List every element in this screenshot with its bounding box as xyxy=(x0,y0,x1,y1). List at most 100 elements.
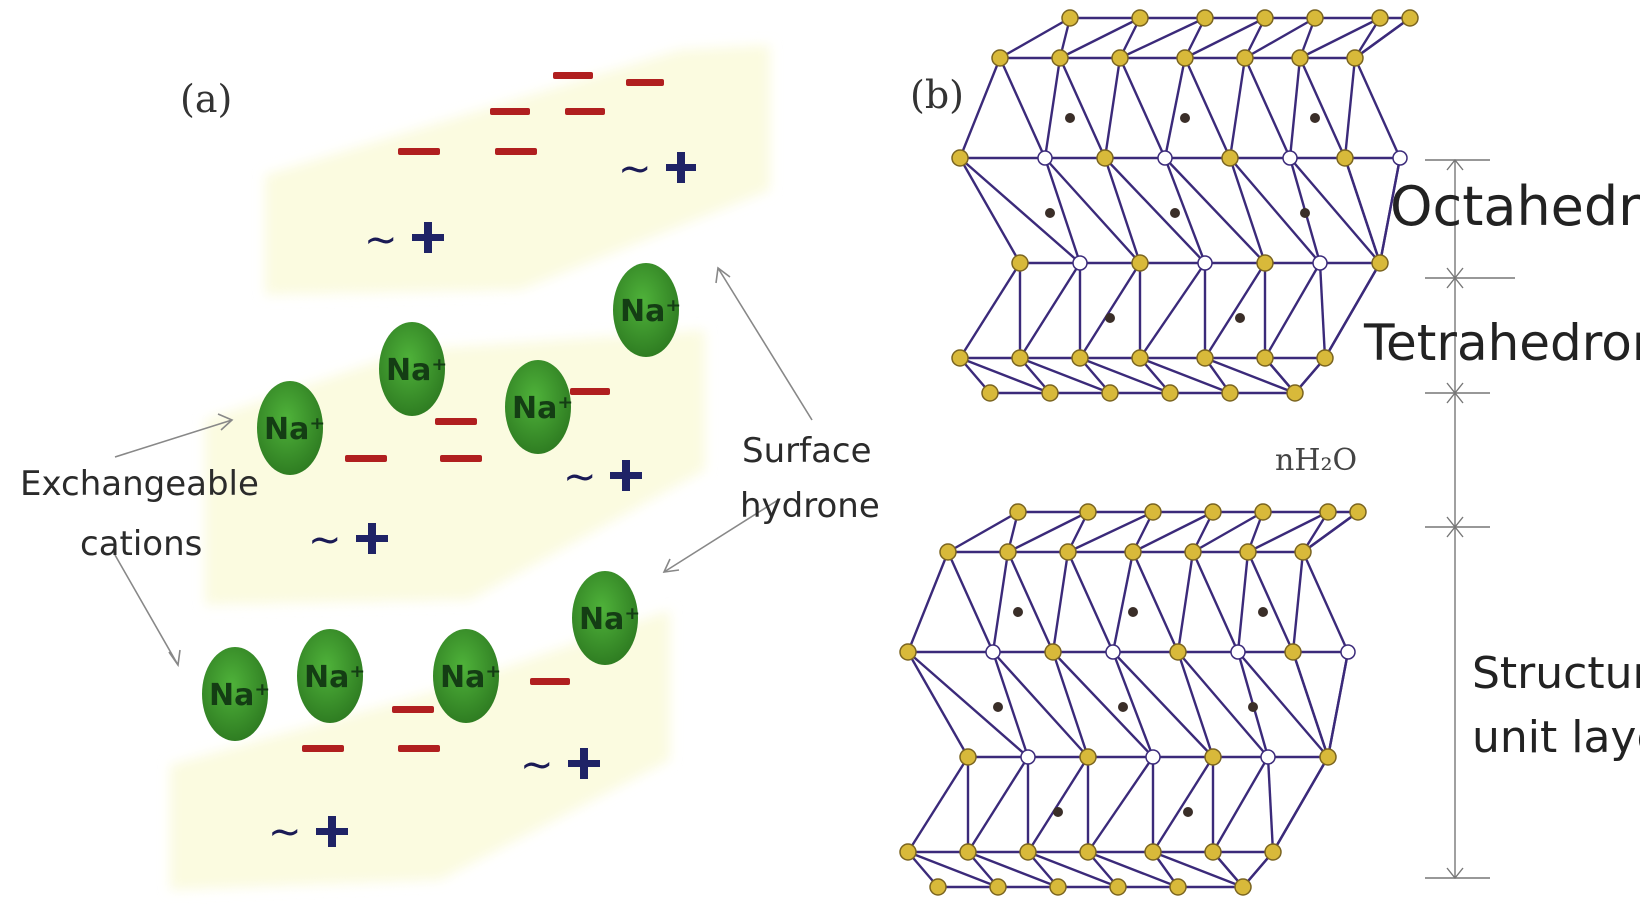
lattice-bond xyxy=(1067,510,1154,554)
lattice-bond xyxy=(1176,551,1195,653)
negative-charge xyxy=(435,418,477,425)
panel-b: (b) nH₂O Octahedron Tetrahedron Structur… xyxy=(899,9,1640,896)
gold-atom xyxy=(1256,254,1274,272)
oxygen-atom xyxy=(1392,150,1408,166)
negative-charge xyxy=(302,745,344,752)
svg-text:Na⁺: Na⁺ xyxy=(304,660,365,695)
lattice-bond xyxy=(1191,551,1240,653)
gold-atom xyxy=(1294,543,1312,561)
gold-atom xyxy=(951,149,969,167)
lattice-bond xyxy=(1266,756,1275,853)
lattice-bond xyxy=(1112,651,1214,758)
svg-text:Na⁺: Na⁺ xyxy=(579,602,640,637)
lattice-bond xyxy=(1354,17,1411,59)
lattice-bond xyxy=(906,651,970,758)
cation-na: Na⁺ xyxy=(257,381,325,475)
oxygen-atom xyxy=(1157,150,1173,166)
oxygen-atom xyxy=(1230,644,1246,660)
gold-atom xyxy=(1059,543,1077,561)
lattice-bond xyxy=(1052,651,1154,758)
gold-atom xyxy=(999,543,1017,561)
negative-charge xyxy=(345,455,387,462)
lattice-bond xyxy=(1059,16,1141,60)
gold-atom xyxy=(1221,149,1239,167)
exchangeable-cations-label-line1: Exchangeable xyxy=(20,464,259,504)
lattice-bond xyxy=(1326,651,1350,758)
gold-atom xyxy=(1009,503,1027,521)
gold-atom xyxy=(1254,503,1272,521)
surface-hydrone-label-line1: Surface xyxy=(742,431,872,471)
negative-charges xyxy=(302,72,664,752)
exchangeable-cations-label-line2: cations xyxy=(80,524,202,564)
lattice-bond xyxy=(1343,157,1382,264)
lattice-bond xyxy=(1271,756,1330,853)
central-atom xyxy=(1053,807,1063,817)
lattice-bond xyxy=(1204,356,1296,395)
gold-atom xyxy=(899,843,917,861)
cation-na: Na⁺ xyxy=(433,629,501,723)
lattice-bond xyxy=(1044,157,1141,264)
negative-charge xyxy=(392,706,434,713)
gold-atom xyxy=(1111,49,1129,67)
lattice-bond xyxy=(1343,57,1357,159)
lattice-bond xyxy=(1151,756,1215,853)
oxygen-atom xyxy=(1020,749,1036,765)
clay-layer-top xyxy=(265,45,770,295)
lattice-bond xyxy=(1228,157,1267,264)
lattice-bond xyxy=(1111,551,1135,653)
negative-charge xyxy=(565,108,605,115)
lattice-bond xyxy=(1163,157,1207,264)
clay-layer-middle xyxy=(205,330,705,605)
central-atom xyxy=(1310,113,1320,123)
oxygen-atom xyxy=(985,644,1001,660)
svg-text:Na⁺: Na⁺ xyxy=(512,391,573,426)
svg-text:Na⁺: Na⁺ xyxy=(440,660,501,695)
cation-na: Na⁺ xyxy=(379,322,447,416)
gold-atom xyxy=(1184,543,1202,561)
gold-atom xyxy=(1286,384,1304,402)
lattice-bond xyxy=(1323,262,1382,359)
lattice-bond xyxy=(1176,651,1215,758)
lattice-bond xyxy=(1103,57,1122,159)
svg-text:~: ~ xyxy=(563,454,597,500)
panel-a: (a) ~ xyxy=(20,45,880,890)
lattice-bond xyxy=(1203,262,1267,359)
lattice-bond xyxy=(1078,262,1142,359)
lattice-lower-layer xyxy=(899,503,1367,896)
gold-atom xyxy=(1169,643,1187,661)
lattice-bond xyxy=(1139,262,1206,359)
gold-atom xyxy=(1291,49,1309,67)
gold-atom xyxy=(1204,503,1222,521)
oxygen-atom xyxy=(1197,255,1213,271)
oxygen-atom xyxy=(1340,644,1356,660)
central-atom xyxy=(1128,607,1138,617)
svg-text:Na⁺: Na⁺ xyxy=(209,678,270,713)
gold-atom xyxy=(1264,843,1282,861)
oxygen-atom xyxy=(1145,749,1161,765)
water-label: nH₂O xyxy=(1275,443,1357,478)
gold-atom xyxy=(1079,748,1097,766)
cation-na: Na⁺ xyxy=(202,647,270,741)
lattice-bond xyxy=(1228,57,1247,159)
structure-unit-layer-label-line1: Structure xyxy=(1472,648,1640,699)
structure-unit-layer-label-line2: unit layer xyxy=(1472,712,1640,763)
lattice-bond xyxy=(1378,157,1402,264)
gold-atom xyxy=(1169,878,1187,896)
gold-atom xyxy=(1349,503,1367,521)
gold-atom xyxy=(929,878,947,896)
central-atom xyxy=(993,702,1003,712)
gold-atom xyxy=(1124,543,1142,561)
gold-atom xyxy=(1061,9,1079,27)
lattice-bond xyxy=(1111,651,1155,758)
central-atom xyxy=(1105,313,1115,323)
lattice-bond xyxy=(1298,57,1347,159)
gold-atom xyxy=(1204,748,1222,766)
gold-atom xyxy=(1371,254,1389,272)
gold-atom xyxy=(1101,384,1119,402)
gold-atom xyxy=(1319,503,1337,521)
lattice-bond xyxy=(1139,356,1231,395)
lattice-bond xyxy=(1299,16,1381,60)
lattice-bond xyxy=(1301,551,1350,653)
gold-atom xyxy=(1131,254,1149,272)
panel-a-label: (a) xyxy=(180,77,232,121)
